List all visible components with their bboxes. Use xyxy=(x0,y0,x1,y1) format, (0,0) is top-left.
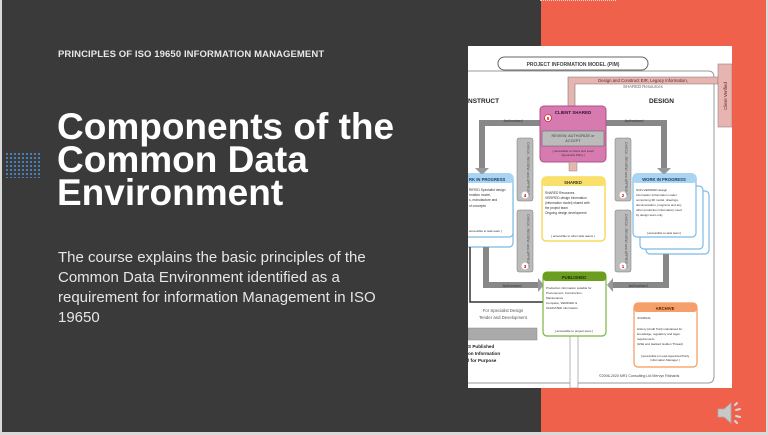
check-label: CHECK, REVIEW and APPROVE xyxy=(526,142,530,197)
wip-right-title: WORK IN PROGRESS xyxy=(642,177,686,182)
diagram-text: documentation, programs and any xyxy=(636,203,682,207)
pim-label: PROJECT INFORMATION MODEL (PIM) xyxy=(527,62,620,68)
step-number: 4 xyxy=(524,193,527,198)
construct-heading: NSTRUCT xyxy=(468,98,499,105)
diagram-text: NON-VERIFIED design xyxy=(636,188,668,192)
shared-box: SHARED SHARED Resources VERIFIED design … xyxy=(541,176,606,242)
step-number: 5 xyxy=(547,116,550,121)
client-shared-note: [ accessible to Client and Lead xyxy=(553,149,594,153)
review-label: REVIEW, AUTHORIZE or xyxy=(551,134,595,138)
dark-panel xyxy=(2,0,542,432)
title-line: Components of the xyxy=(57,106,395,147)
diagram-text: accessible to task team ] xyxy=(469,229,502,233)
band-label: Design and Construct EIR, Legacy Informa… xyxy=(598,78,688,83)
diagram-text: For Specialist Design xyxy=(483,308,524,313)
diagram-text: other production information) used xyxy=(636,208,682,212)
diagram-text: knowledge, regulatory and legal xyxy=(637,332,680,336)
published-box: PUBLISHED Production information suitabl… xyxy=(542,271,607,389)
design-heading: DESIGN xyxy=(649,98,674,105)
diagram-text: (information model) shared with xyxy=(545,201,590,205)
diagram-text: l for Purpose xyxy=(468,358,497,363)
check-label: CHECK, REVIEW and APPROVE xyxy=(624,214,628,269)
step-number: 3 xyxy=(524,264,527,269)
authorised-label: Authorised xyxy=(628,283,647,288)
check-label: CHECK, REVIEW and APPROVE xyxy=(526,214,530,269)
diagram-text: requirements xyxy=(637,337,655,341)
diagram-text: rmation model, xyxy=(469,193,491,197)
diagram-text: [ accessible to other task teams ] xyxy=(551,234,595,238)
shared-title: SHARED xyxy=(564,180,582,185)
authorised-arrow-right xyxy=(606,120,667,169)
wip-right-box: WORK IN PROGRESS NON-VERIFIED design inf… xyxy=(632,173,710,255)
cde-diagram-image: PROJECT INFORMATION MODEL (PIM) Design a… xyxy=(457,46,733,389)
pim-pill xyxy=(497,56,649,71)
diagram-text: S Published xyxy=(468,344,494,349)
diagram-frame xyxy=(468,70,715,384)
authorised-label: Authorised xyxy=(624,118,643,123)
step-number: 1 xyxy=(622,264,625,269)
archive-title: ARCHIVE xyxy=(656,306,675,311)
speaker-icon[interactable] xyxy=(716,400,748,426)
archive-box: ARCHIVE JOURNAL History (Audit Trail) ma… xyxy=(633,302,698,368)
diagram-text: by design team only xyxy=(636,213,663,217)
diagram-text: [ accessible to Lead Appointed Party xyxy=(641,354,690,358)
authorised-arrow-left xyxy=(479,120,540,169)
authorised-label: Authorised xyxy=(503,118,522,123)
diagram-text: the project team xyxy=(545,206,568,210)
diagram-text: Complete, VERIFIED & xyxy=(546,301,577,305)
client-shared-note-2: Appointed Party ] xyxy=(561,153,584,157)
diagram-text: s, manufacture and xyxy=(469,198,497,202)
diagram-text: [ accessible to project team ] xyxy=(555,329,593,333)
diagram-text: SHARED Resources xyxy=(545,191,575,195)
diagram-text: nt concepts xyxy=(469,204,486,208)
decorative-dots-top xyxy=(540,0,616,3)
diagram-text: VALIDATED information xyxy=(546,306,578,310)
title-line: Common Data xyxy=(57,139,308,180)
review-label-2: ACCEPT xyxy=(565,139,581,143)
copyright: ©2006-2020 MR1 Consulting Ltd Mervyn Ric… xyxy=(599,374,680,378)
diagram-text: History (Audit Trail) maintained for xyxy=(637,327,682,331)
decorative-dots xyxy=(5,152,41,178)
band-label-2: SHARED Resources xyxy=(623,84,663,89)
published-title: PUBLISHED xyxy=(562,275,586,280)
diagram-text: information (information model xyxy=(636,193,677,197)
step-number: 2 xyxy=(622,193,625,198)
diagram-text: on Information xyxy=(468,351,500,356)
diagram-text: RIFIED Specialist design xyxy=(469,188,506,192)
check-label: CHECK, REVIEW and APPROVE xyxy=(624,142,628,197)
title-line: Environment xyxy=(57,172,284,213)
diagram-text: JOURNAL xyxy=(637,316,651,320)
slide-kicker: PRINCIPLES OF ISO 19650 INFORMATION MANA… xyxy=(58,49,325,60)
diagram-text: (HSE and Hackett Golden Thread) xyxy=(637,342,683,346)
client-shared-title: CLIENT SHARED xyxy=(555,110,592,115)
client-verified-label: Client Verified xyxy=(723,82,728,110)
check-review-bars: CHECK, REVIEW and APPROVE CHECK, REVIEW … xyxy=(516,137,632,273)
diagram-text: [ accessible to task team ] xyxy=(647,231,682,235)
diagram-text: comprising 3D model, drawings, xyxy=(636,198,679,202)
wip-left-box: RK IN PROGRESS RIFIED Specialist design … xyxy=(457,173,514,248)
diagram-text: Maintenance xyxy=(546,296,564,300)
diagram-text: Procurement, Construction, xyxy=(546,291,583,295)
diagram-text: VERIFIED design information xyxy=(545,196,587,200)
diagram-text: Tender and Development xyxy=(479,315,528,320)
diagram-text: Ongoing design development xyxy=(545,211,587,215)
diagram-text: Information Manager ] xyxy=(650,358,680,362)
diagram-text: Production information suitable for xyxy=(546,286,592,290)
authorised-label: Authorised xyxy=(502,283,521,288)
slide-title: Components of the Common Data Environmen… xyxy=(57,106,395,213)
slide-body: The course explains the basic principles… xyxy=(58,249,376,326)
wip-left-title: RK IN PROGRESS xyxy=(469,177,506,182)
